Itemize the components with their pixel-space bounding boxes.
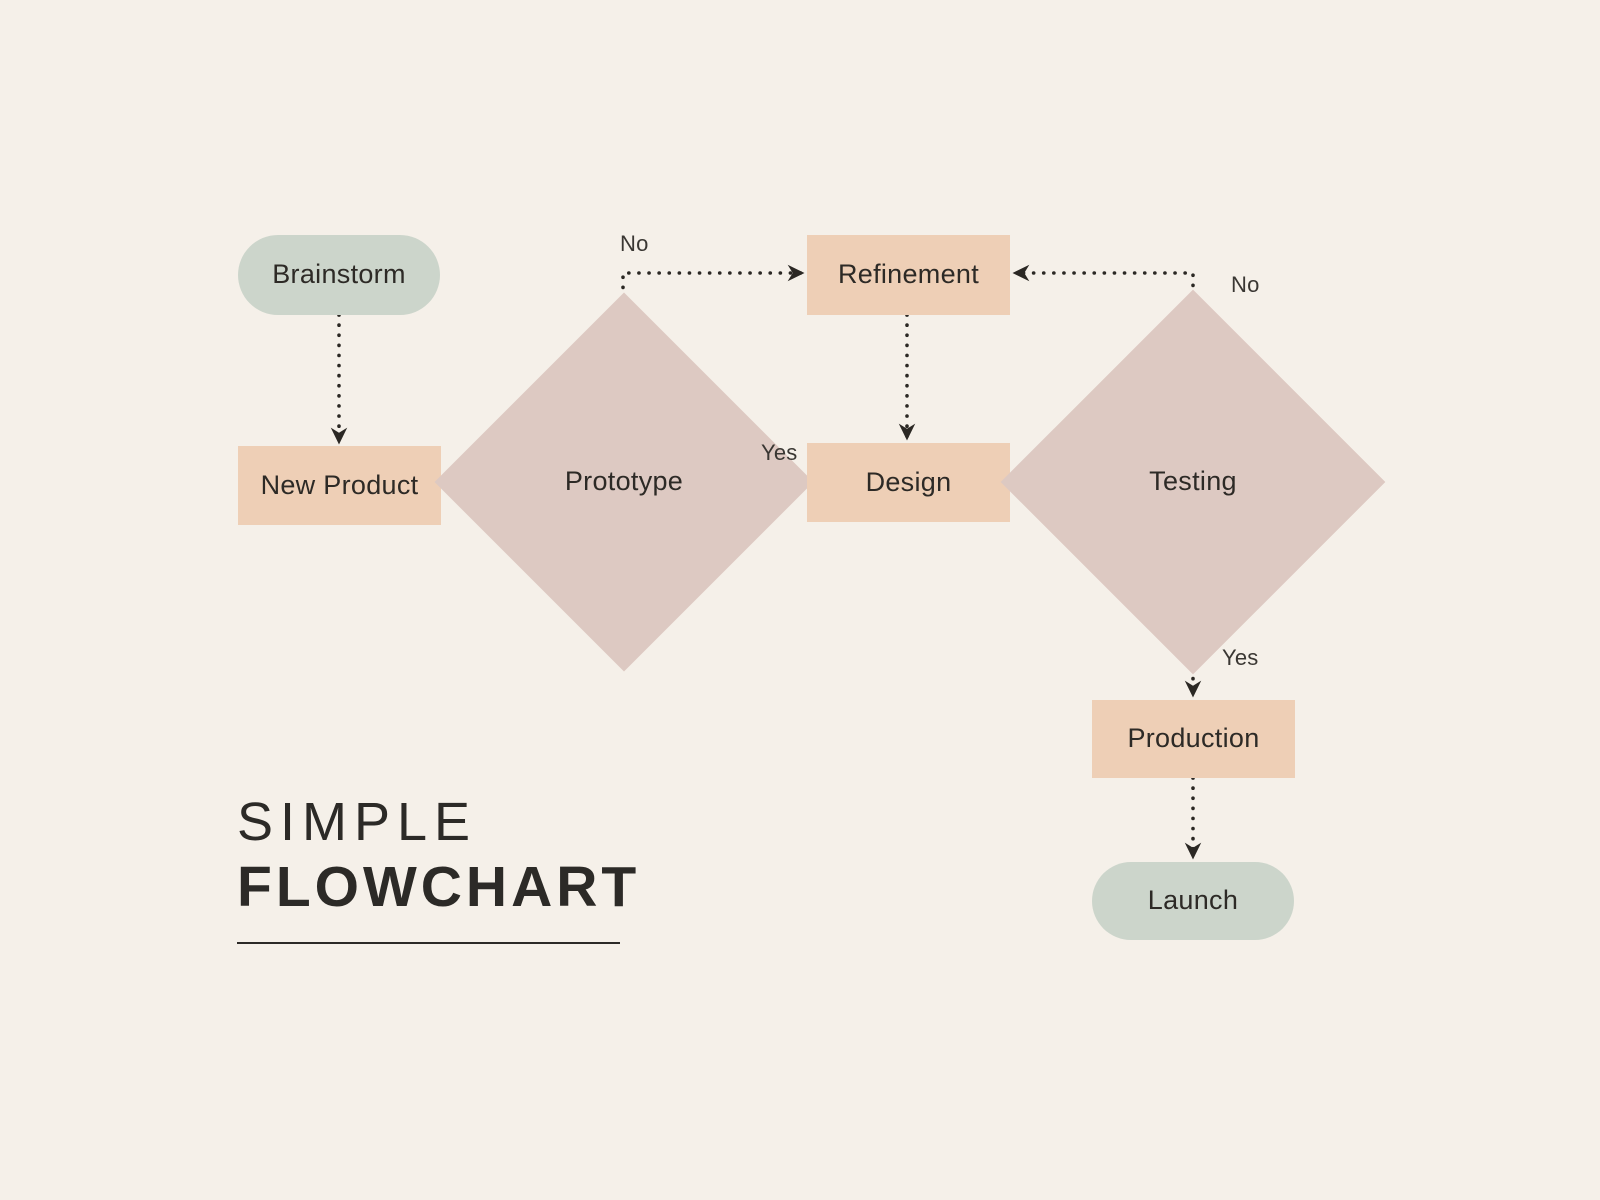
edge-label-label-yes-design: Yes [761,440,798,465]
edge-testing-to-refinement [1012,264,1195,348]
edge-label-label-no-testing: No [1231,272,1260,297]
title-line-simple: SIMPLE [237,792,478,852]
title-block: SIMPLE FLOWCHART [237,795,637,944]
node-label-testing: Testing [1149,466,1237,497]
node-design[interactable]: Design [807,443,1010,522]
node-label-brainstorm: Brainstorm [272,259,406,290]
node-label-refinement: Refinement [837,259,980,290]
edge-label-label-no-prototype: No [620,231,649,256]
node-new-product[interactable]: New Product [238,446,441,525]
edge-label-label-yes-testing: Yes [1222,645,1259,670]
node-testing[interactable]: Testing [1000,289,1386,675]
node-label-new-product: New Product [260,469,419,500]
title-underline-rule [237,942,620,944]
node-label-prototype: Prototype [564,466,684,497]
node-prototype[interactable]: Prototype [434,292,814,672]
node-refinement[interactable]: Refinement [807,235,1010,315]
node-production[interactable]: Production [1092,700,1295,778]
node-launch[interactable]: Launch [1092,862,1294,940]
node-label-production: Production [1127,723,1260,754]
node-label-launch: Launch [1147,885,1239,916]
node-brainstorm[interactable]: Brainstorm [238,235,440,315]
title-line-flowchart: FLOWCHART [237,855,641,919]
node-label-design: Design [865,466,952,497]
